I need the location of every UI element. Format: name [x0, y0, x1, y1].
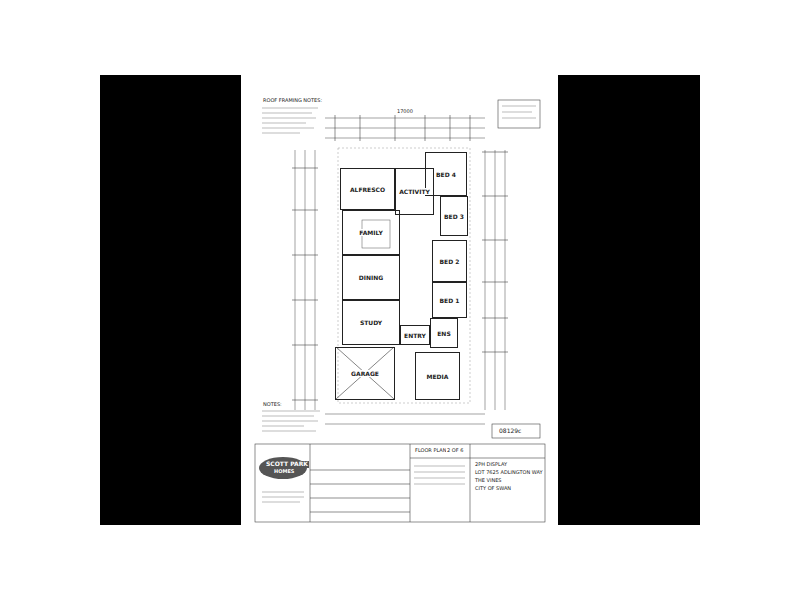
room-name: BED 1	[439, 297, 461, 304]
room-name: STUDY	[359, 319, 383, 326]
room-name: GARAGE	[350, 370, 380, 377]
room: ENTRY	[400, 325, 430, 345]
room: DINING	[342, 255, 400, 300]
sheet-number: 2 OF 6	[446, 448, 464, 454]
room-name: MEDIA	[426, 373, 450, 380]
room: BED 4	[425, 152, 467, 196]
drawing-title: FLOOR PLAN	[414, 448, 448, 454]
logo-text: HOMES	[273, 469, 295, 475]
room-name: ENTRY	[403, 332, 427, 339]
room-name: ALFRESCO	[349, 186, 386, 193]
room: BED 1	[432, 282, 467, 318]
address: LOT 7625 ADLINGTON WAY	[474, 470, 544, 476]
room: BED 3	[440, 196, 468, 236]
project-name: 2PH DISPLAY	[474, 462, 508, 468]
room: BED 2	[432, 240, 467, 282]
room: GARAGE	[335, 347, 395, 400]
room-name: ENS	[436, 330, 451, 337]
logo-text: SCOTT PARK	[265, 461, 309, 468]
room-name: FAMILY	[358, 229, 384, 236]
roof-notes-heading: ROOF FRAMING NOTES:	[262, 98, 323, 104]
notes-heading: NOTES:	[262, 402, 283, 408]
room-name: ACTIVITY	[398, 188, 431, 195]
dimension: 17000	[396, 109, 414, 115]
job-number: 08129c	[498, 428, 522, 435]
room: ENS	[430, 318, 458, 348]
room: FAMILY	[342, 210, 400, 255]
estate-name: THE VINES	[474, 478, 503, 484]
room: ALFRESCO	[340, 168, 395, 210]
room: MEDIA	[415, 352, 460, 400]
room-name: BED 3	[443, 213, 465, 220]
room: ACTIVITY	[395, 168, 434, 215]
room-name: DINING	[358, 274, 384, 281]
council-name: CITY OF SWAN	[474, 486, 512, 492]
room-name: BED 2	[439, 258, 461, 265]
room-name: BED 4	[435, 171, 457, 178]
room: STUDY	[342, 300, 400, 345]
